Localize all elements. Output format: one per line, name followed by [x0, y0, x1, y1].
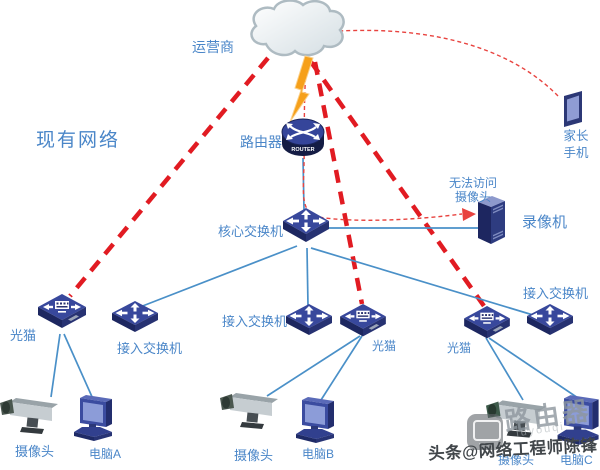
access-switch-right-icon [527, 304, 573, 345]
lightning-icon [289, 55, 314, 123]
router-badge: ROUTER [291, 147, 314, 153]
camera-left-label: 摄像头 [15, 444, 55, 459]
camera-mid-label: 摄像头 [234, 448, 274, 463]
core-switch-label: 核心交换机 [218, 224, 284, 239]
router-label: 路由器 [240, 134, 282, 150]
router-icon: ROUTER [281, 118, 325, 167]
toutiao-logo-icon: ... [467, 414, 503, 450]
camera-mid-icon [220, 388, 278, 437]
access-switch-mid-label: 接入交换机 [222, 314, 288, 329]
access-switch-right-label: 接入交换机 [523, 286, 589, 301]
recorder-icon [474, 194, 508, 251]
pc-b-label: 电脑B [302, 447, 335, 461]
modem-right-icon [464, 306, 510, 351]
recorder-label: 录像机 [522, 214, 568, 231]
core-switch-icon [283, 208, 329, 253]
region-label: 现有网络 [36, 130, 121, 151]
isp-label: 运营商 [192, 39, 234, 55]
access-switch-left-label: 接入交换机 [117, 341, 183, 356]
pc-c-label: 电脑C [560, 453, 593, 467]
modem-mid-icon [340, 304, 386, 349]
pc-a-label: 电脑A [89, 447, 122, 461]
parent-phone-label: 家长 手机 [563, 129, 589, 160]
camera-right-icon [486, 396, 546, 445]
modem-right-label: 光猫 [447, 341, 472, 355]
blocked-access-path [302, 29, 559, 221]
error-note: 无法访问 摄像头 [448, 176, 497, 204]
access-switch-left-icon [112, 301, 158, 342]
modem-left-label: 光猫 [10, 328, 37, 343]
pc-b-icon [292, 396, 336, 451]
lan-links [50, 157, 579, 401]
isp-cloud [250, 0, 345, 57]
access-switch-mid-icon [286, 304, 332, 345]
camera-left-icon [0, 394, 58, 441]
pc-c-icon [553, 394, 600, 453]
arrowhead-to-recorder [462, 208, 476, 221]
parent-phone-icon [561, 90, 585, 135]
modem-left-icon [38, 294, 86, 341]
fiber-links [68, 56, 486, 308]
camera-right-label: 摄像头 [498, 453, 535, 467]
pc-a-icon [70, 394, 114, 449]
modem-mid-label: 光猫 [372, 339, 397, 353]
